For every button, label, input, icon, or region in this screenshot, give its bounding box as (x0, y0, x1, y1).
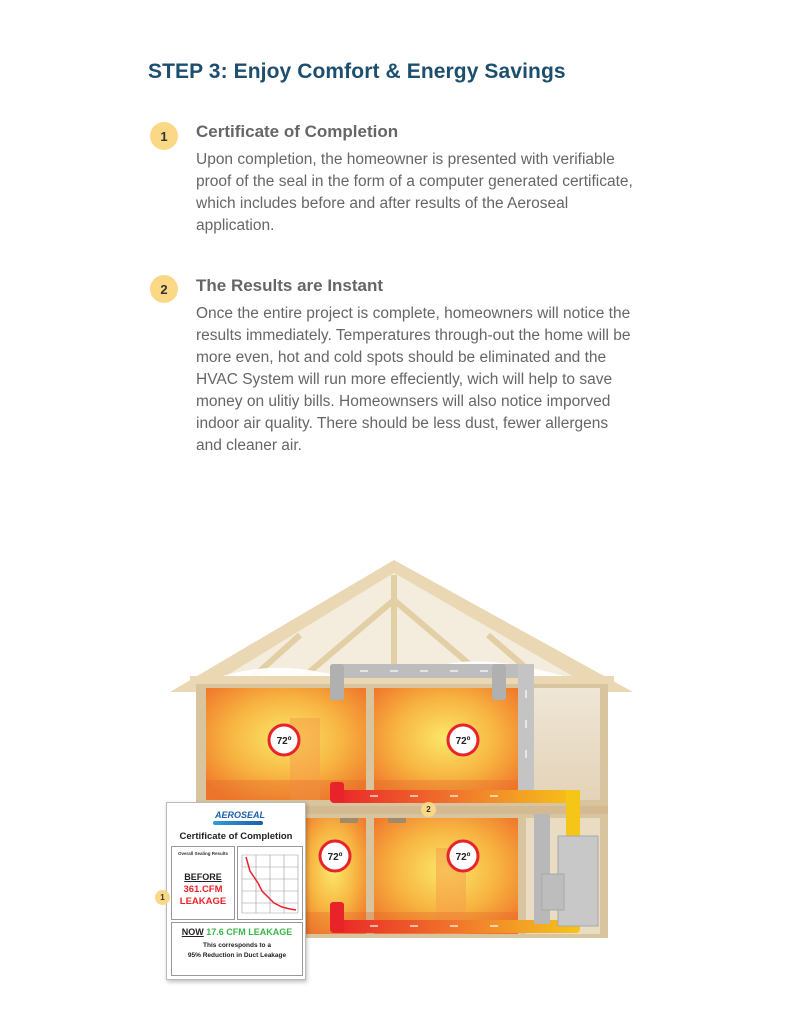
floor-beam (196, 806, 608, 814)
temp-label: 72º (456, 736, 471, 747)
logo-swoosh-icon (213, 821, 263, 825)
step-body: Upon completion, the homeowner is presen… (196, 151, 633, 234)
ceiling-beam (190, 676, 614, 684)
aeroseal-logo: AEROSEAL (215, 810, 266, 820)
now-results: NOW 17.6 CFM LEAKAGE (172, 927, 302, 937)
now-results-box: NOW 17.6 CFM LEAKAGE This corresponds to… (171, 922, 303, 976)
step-body: Once the entire project is complete, hom… (196, 305, 631, 454)
temp-label: 72º (456, 852, 471, 863)
callout-marker: 2 (421, 802, 436, 817)
before-label: BEFORE (184, 872, 222, 882)
reduction-note-line: 95% Reduction in Duct Leakage (187, 952, 287, 959)
step-number-badge: 1 (150, 122, 178, 150)
certificate-card: AEROSEAL Certificate of Completion Overa… (166, 802, 306, 980)
reduction-note-line: This corresponds to a (203, 942, 271, 949)
thermostat-upper-middle: 72º (446, 723, 480, 757)
before-value: 361.CFM (183, 884, 223, 895)
before-unit: LEAKAGE (179, 896, 227, 907)
attic-ducts (330, 664, 534, 804)
room-upper-middle (374, 688, 518, 800)
step-heading: Certificate of Completion (196, 122, 399, 141)
vent (340, 818, 358, 823)
temp-label: 72º (328, 852, 343, 863)
step-heading: The Results are Instant (196, 276, 384, 295)
vent (388, 818, 406, 823)
thermostat-lower-middle: 72º (446, 839, 480, 873)
before-results-box: Overall Sealing Results BEFORE 361.CFM L… (171, 846, 235, 920)
callout-marker: 1 (155, 890, 170, 905)
house-illustration: 72º 72º 72º 72º (170, 560, 633, 938)
leakage-graph (237, 846, 303, 920)
certificate-title: Certificate of Completion (179, 831, 293, 842)
now-value: 17.6 CFM LEAKAGE (206, 927, 293, 937)
thermostat-lower-left: 72º (318, 839, 352, 873)
room-upper-right (526, 688, 600, 800)
temp-label: 72º (277, 736, 292, 747)
step-number-badge: 2 (150, 275, 178, 303)
thermostat-upper-left: 72º (267, 723, 301, 757)
results-label: Overall Sealing Results (177, 851, 229, 856)
leakage-graph-icon (241, 854, 299, 914)
hvac-unit (557, 835, 599, 927)
attic (200, 573, 600, 692)
now-label: NOW (181, 927, 204, 937)
page-title: STEP 3: Enjoy Comfort & Energy Savings (148, 60, 566, 83)
